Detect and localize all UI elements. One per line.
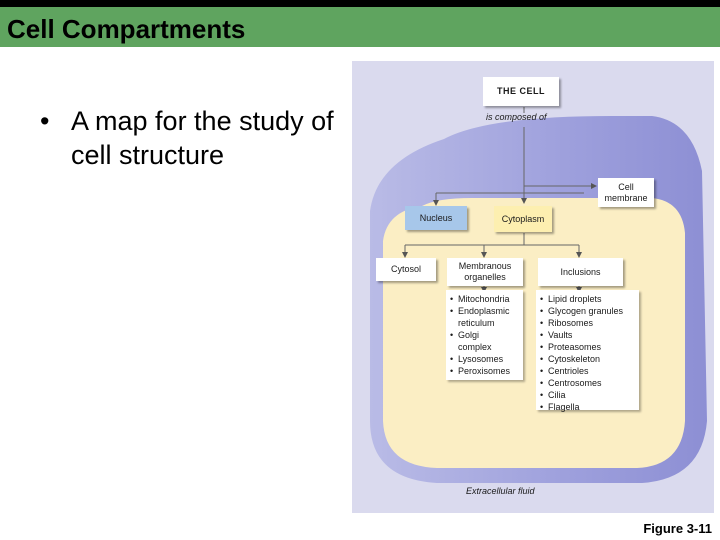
membranous-organelles-label: Membranous organelles	[458, 261, 512, 282]
bullet-text: A map for the study of cell structure	[71, 106, 334, 170]
extracellular-fluid-label: Extracellular fluid	[466, 486, 535, 496]
cytoplasm-box: Cytoplasm	[494, 206, 552, 232]
list-item: Peroxisomes	[450, 365, 520, 377]
list-item: Ribosomes	[540, 317, 636, 329]
inclusions-label: Inclusions	[560, 266, 601, 277]
cell-membrane-label: Cell membrane	[604, 181, 648, 203]
membranous-organelles-list: Mitochondria Endoplasmic reticulum Golgi…	[446, 290, 523, 380]
membranous-organelles-box: Membranous organelles	[447, 258, 523, 286]
list-item: Flagella	[540, 401, 636, 413]
cytosol-box: Cytosol	[376, 258, 436, 281]
cytoplasm-label: Cytoplasm	[501, 213, 545, 224]
list-item: Cilia	[540, 389, 636, 401]
figure-label: Figure 3-11	[643, 521, 712, 536]
list-item: Vaults	[540, 329, 636, 341]
cell-membrane-box: Cell membrane	[598, 178, 654, 207]
diagram-graphics	[370, 107, 707, 483]
nucleus-label: Nucleus	[419, 212, 453, 223]
bullet-dot: •	[40, 106, 50, 136]
the-cell-label: THE CELL	[497, 86, 545, 96]
cytoplasm-region	[383, 198, 685, 468]
nucleus-box: Nucleus	[405, 206, 467, 230]
slide-title: Cell Compartments	[7, 14, 246, 44]
list-item: Mitochondria	[450, 293, 520, 305]
list-item: Lipid droplets	[540, 293, 636, 305]
list-item: Centrioles	[540, 365, 636, 377]
composed-of-label: is composed of	[486, 112, 547, 122]
list-item: Centrosomes	[540, 377, 636, 389]
list-item: Lysosomes	[450, 353, 520, 365]
list-item: Glycogen granules	[540, 305, 636, 317]
list-item: Endoplasmic reticulum	[450, 305, 520, 329]
inclusions-box: Inclusions	[538, 258, 623, 286]
list-item: Proteasomes	[540, 341, 636, 353]
cell-diagram: THE CELL is composed of Cell membrane Nu…	[352, 61, 714, 513]
title-bar: Cell Compartments	[0, 0, 720, 47]
the-cell-box: THE CELL	[483, 77, 559, 106]
list-item: Golgi complex	[450, 329, 520, 353]
list-item: Cytoskeleton	[540, 353, 636, 365]
inclusions-list: Lipid droplets Glycogen granules Ribosom…	[536, 290, 639, 413]
bullet-point: • A map for the study of cell structure	[40, 104, 350, 172]
cytosol-label: Cytosol	[390, 264, 421, 274]
